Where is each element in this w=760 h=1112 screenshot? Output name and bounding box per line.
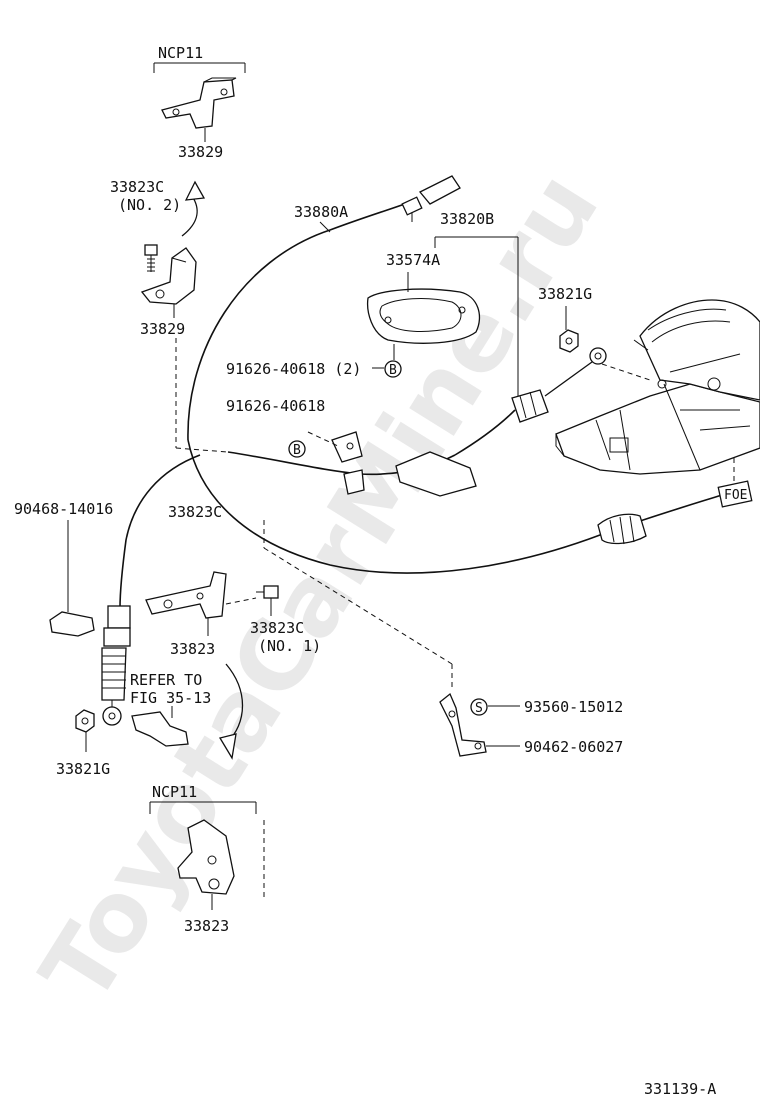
arrow-up-curved-icon (181, 180, 206, 237)
cable-end-mark: FOE (724, 488, 747, 503)
cable-end-left-part (49, 454, 201, 726)
mark-s-icon: S (470, 698, 488, 716)
label-33823c-no2: 33823C (110, 178, 164, 196)
label-93560: 93560-15012 (524, 698, 623, 716)
svg-text:B: B (293, 443, 301, 458)
leaders (175, 236, 735, 688)
cable-33880a-part: FOE (187, 175, 753, 574)
label-91626: 91626-40618 (226, 397, 325, 415)
mark-b-2-icon: B (288, 440, 306, 458)
label-33823-bottom: 33823 (184, 917, 229, 935)
label-33821g-left: 33821G (56, 760, 110, 778)
bracket-33823-bottom-part (177, 819, 235, 895)
label-33820b: 33820B (440, 210, 494, 228)
nut-33821g-left-part (75, 709, 95, 752)
mark-b-icon: B (384, 360, 402, 378)
bolt-33823c-no2-part (144, 244, 158, 272)
label-no2: (NO. 2) (118, 196, 181, 214)
label-33823c-no1: 33823C (250, 619, 304, 637)
nut-33821g-right-part (559, 329, 579, 353)
label-ncp11-bottom: NCP11 (152, 783, 197, 801)
bracket-33829-mid-part (140, 247, 197, 318)
label-33823: 33823 (170, 640, 215, 658)
label-90462: 90462-06027 (524, 738, 623, 756)
bolt-33823c-no1-part (256, 585, 279, 616)
label-33829-top: 33829 (178, 143, 223, 161)
label-no1: (NO. 1) (258, 637, 321, 655)
shift-lever-assembly-part (555, 299, 760, 475)
label-33574a: 33574A (386, 251, 440, 269)
label-refer-to: REFER TO (130, 671, 202, 689)
label-33880a: 33880A (294, 203, 348, 221)
label-fig: FIG 35-13 (130, 689, 211, 707)
bracket-33829-top-part (161, 79, 235, 129)
label-33823c: 33823C (168, 503, 222, 521)
refer-arrow-part (131, 663, 244, 760)
label-33821g-right: 33821G (538, 285, 592, 303)
svg-text:B: B (389, 363, 397, 378)
label-91626-2: 91626-40618 (2) (226, 360, 361, 378)
ncp11-bottom-inset (149, 801, 265, 910)
cable-33820b-part (227, 347, 607, 497)
label-ncp11-top: NCP11 (158, 44, 203, 62)
svg-text:S: S (475, 701, 483, 716)
label-33829-mid: 33829 (140, 320, 185, 338)
bracket-33823-part (145, 571, 227, 636)
watermark-text: ToyotaCarMine.ru (20, 153, 621, 1022)
label-90468: 90468-14016 (14, 500, 113, 518)
clip-bracket-part (439, 692, 520, 757)
grommet-33574a-part (366, 288, 481, 344)
diagram-id-label: 331139-A (644, 1080, 716, 1098)
ncp11-top-inset (153, 62, 246, 142)
